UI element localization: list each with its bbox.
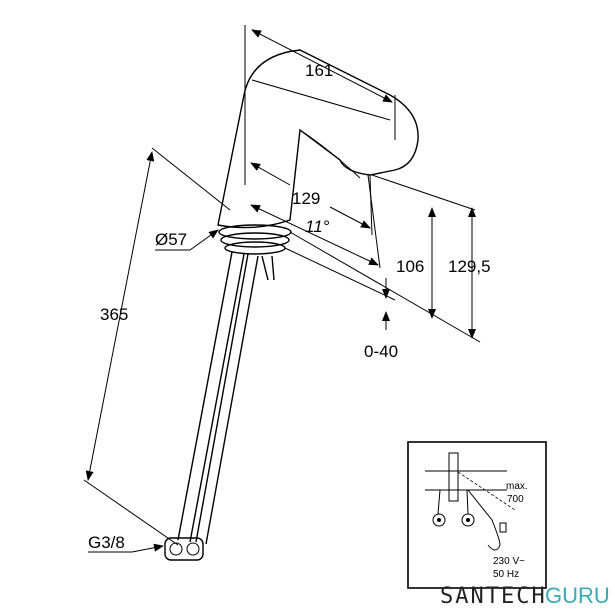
installation-inset: max. 700 230 V~ 50 Hz [407,441,547,589]
dimension-angle: 11° [250,174,381,269]
dimension-161: 161 [244,25,396,185]
angle-label: 11° [305,217,330,236]
inset-max-value: 700 [507,494,524,505]
dimension-0-40: 0-40 [364,278,398,361]
dim-0-40-label: 0-40 [364,342,398,361]
watermark-logo: SANTECH GURU [440,583,610,609]
dim-129-5-label: 129,5 [448,257,491,276]
dim-365-label: 365 [100,305,128,324]
dimension-129-5: 129,5 [448,207,491,339]
inset-frequency: 50 Hz [493,569,519,580]
dimension-diameter: Ø57 [155,229,219,251]
dim-161-label: 161 [305,61,333,80]
dim-129-label: 129 [292,189,320,208]
dim-106-label: 106 [396,257,424,276]
dimension-365: 365 [83,147,231,546]
dimension-106: 106 [396,207,436,319]
supply-hoses [164,251,275,561]
thread-callout: G3/8 [88,533,164,553]
diameter-label: Ø57 [155,230,187,249]
watermark-part2: GURU [545,583,610,608]
inset-voltage: 230 V~ [493,556,525,567]
faucet-base [218,224,292,255]
thread-label: G3/8 [88,533,125,552]
inset-max-label: max. [506,481,528,492]
watermark-part1: SANTECH [440,584,547,609]
